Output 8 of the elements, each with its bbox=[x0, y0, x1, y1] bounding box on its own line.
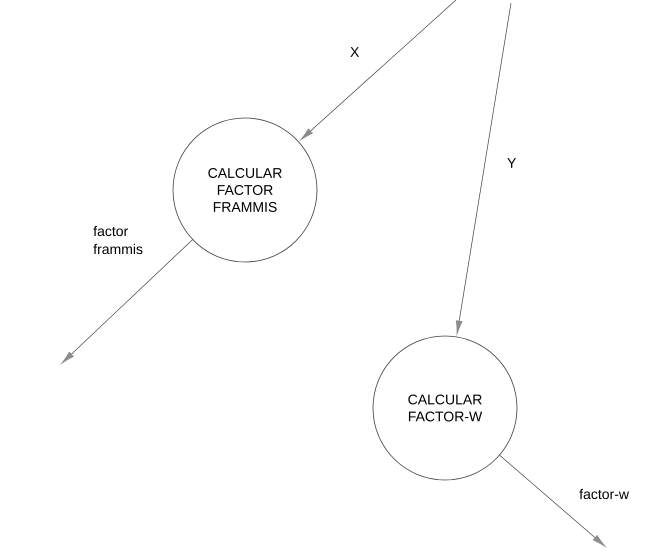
arrow bbox=[456, 2, 512, 334]
edge-label: X bbox=[350, 47, 360, 57]
arrow bbox=[61, 239, 193, 364]
edge-label: factor-w bbox=[579, 488, 630, 500]
edge-label: factor frammis bbox=[93, 226, 142, 254]
arrow bbox=[499, 454, 606, 547]
arrow bbox=[300, 0, 456, 140]
edge-label: Y bbox=[507, 158, 516, 168]
